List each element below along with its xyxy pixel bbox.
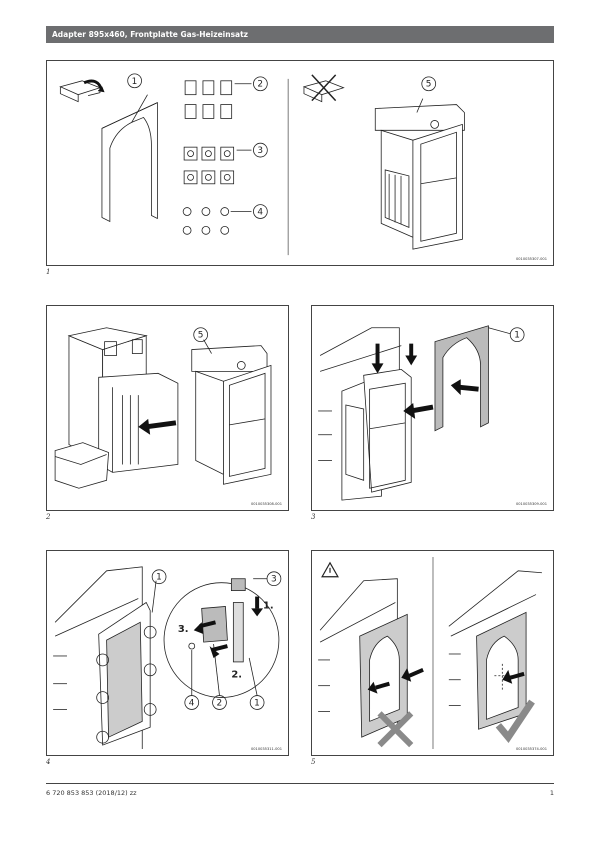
figure-number: 1 <box>46 268 51 276</box>
callout-1: 1 <box>514 331 520 341</box>
figure-5-illustration <box>318 556 542 750</box>
figure-4-panel: 3. 2. 1. 1 3 4 2 1 0010035311-001 <box>46 550 289 756</box>
callout-2: 2 <box>217 698 223 708</box>
callout-5: 5 <box>198 331 204 341</box>
figure-3-panel: 1 0010035309-001 <box>311 305 554 511</box>
figure-code: 0010035308-001 <box>250 502 282 506</box>
figure-1-panel: 1 2 3 4 5 0010035307-001 <box>46 60 554 266</box>
figure-1-illustration: 1 2 3 4 5 <box>59 73 465 256</box>
figure-3-illustration: 1 <box>318 325 525 501</box>
step-3: 3. <box>178 624 189 635</box>
callout-3: 3 <box>257 146 263 156</box>
callout-1: 1 <box>156 573 162 583</box>
correct-check-icon <box>495 699 535 743</box>
figure-number: 2 <box>46 513 51 521</box>
figure-number: 4 <box>46 758 51 766</box>
figure-code: 0010035309-001 <box>515 502 547 506</box>
figure-code: 0010035311-001 <box>250 747 282 751</box>
callout-4: 4 <box>257 207 263 217</box>
figure-2-illustration: 5 <box>54 327 272 489</box>
figure-4-illustration: 3. 2. 1. 1 3 4 2 1 <box>53 566 282 750</box>
callout-1b: 1 <box>254 698 260 708</box>
figure-code: 0010035307-001 <box>515 257 547 261</box>
wrong-cross-icon <box>377 711 414 748</box>
page-title: Adapter 895x460, Frontplatte Gas-Heizein… <box>52 30 249 39</box>
callout-2: 2 <box>257 80 263 90</box>
document-number: 6 720 853 853 (2018/12) zz <box>46 789 137 797</box>
callout-5: 5 <box>426 80 432 90</box>
step-2: 2. <box>231 670 242 681</box>
page-number: 1 <box>549 789 554 797</box>
figure-5-panel: 0010035374-001 <box>311 550 554 756</box>
figure-number: 3 <box>311 513 316 521</box>
figure-number: 5 <box>311 758 316 766</box>
page-header-bar: Adapter 895x460, Frontplatte Gas-Heizein… <box>46 26 554 43</box>
callout-4: 4 <box>189 698 195 708</box>
figure-code: 0010035374-001 <box>515 747 547 751</box>
footer-divider <box>46 783 554 784</box>
figure-2-panel: 5 0010035308-001 <box>46 305 289 511</box>
callout-3: 3 <box>271 575 277 585</box>
step-1: 1. <box>263 600 274 611</box>
callout-1: 1 <box>132 77 138 87</box>
